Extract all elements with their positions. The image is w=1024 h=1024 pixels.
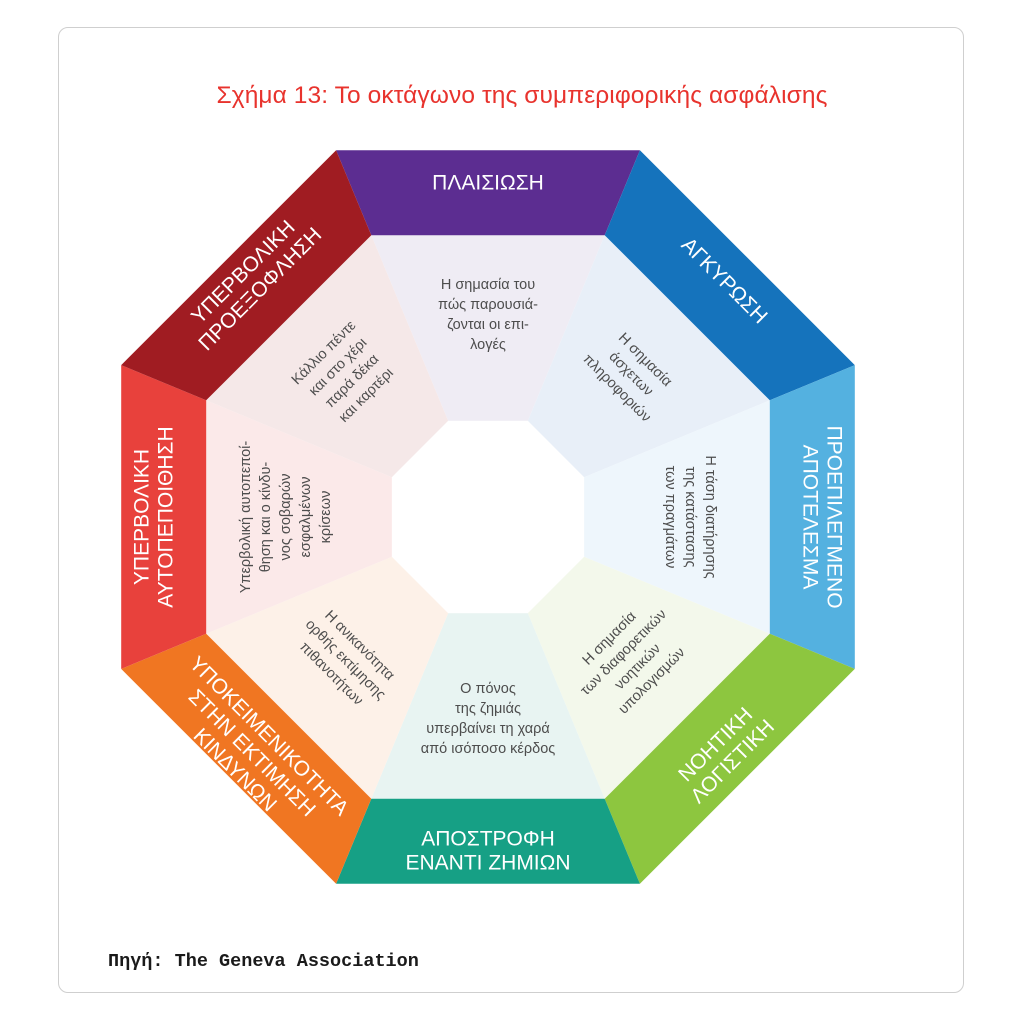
inner-label-apostrofi-line: Ο πόνος xyxy=(460,681,516,697)
inner-label-plaisiosi-line: λογές xyxy=(470,337,506,353)
figure-title: Σχήμα 13: Το οκτάγωνο της συμπεριφορικής… xyxy=(216,82,828,109)
inner-segment-aftopepoithisi xyxy=(206,400,392,634)
outer-segment-plaisiosi xyxy=(336,150,640,236)
center-octagon xyxy=(391,420,585,614)
inner-label-proepilegmeno-line: Η τάση διατήρησης xyxy=(702,455,718,578)
outer-label-plaisiosi-text: ΠΛΑΙΣΙΩΣΗ xyxy=(432,172,544,195)
inner-label-plaisiosi-line: Η σημασία του xyxy=(441,277,535,293)
inner-segment-apostrofi xyxy=(371,613,605,799)
figure-source: Πηγή: The Geneva Association xyxy=(108,951,419,972)
outer-label-apostrofi-line: ΕΝΑΝΤΙ ΖΗΜΙΩΝ xyxy=(405,852,570,875)
inner-label-aftopepoithisi-line: νος σοβαρών xyxy=(278,474,294,561)
inner-label-apostrofi-text: Ο πόνος της ζημιάς υπερβαίνει τη χαρά από ι… xyxy=(421,681,556,757)
inner-label-aftopepoithisi-line: Υπερβολική αυτοπεποί- xyxy=(238,441,254,594)
inner-label-proepilegmeno-line: της κατάστασης xyxy=(682,466,698,567)
outer-label-aftopepoithisi-line: ΑΥΤΟΠΕΠΟΙΘΗΣΗ xyxy=(155,426,178,607)
outer-segment-proexoflisi xyxy=(121,150,372,401)
outer-label-proepilegmeno-line: ΑΠΟΤΕΛΕΣΜΑ xyxy=(799,445,822,590)
inner-label-plaisiosi-line: πώς παρουσιά- xyxy=(438,297,538,313)
inner-label-aftopepoithisi-text: Υπερβολική αυτοπεποί-θηση και ο κίνδυ-νο… xyxy=(238,441,334,594)
inner-label-aftopepoithisi-line: θηση και ο κίνδυ- xyxy=(258,462,274,573)
outer-segment-noitiki xyxy=(604,633,855,884)
outer-label-aftopepoithisi-line: ΥΠΕΡΒΟΛΙΚΗ xyxy=(131,449,154,585)
outer-label-proepilegmeno-line: ΠΡΟΕΠΙΛΕΓΜΕΝΟ xyxy=(823,425,846,608)
inner-segment-plaisiosi xyxy=(371,235,605,421)
outer-segment-ypokeimenikotita xyxy=(121,633,372,884)
figure-frame xyxy=(58,27,964,993)
inner-label-plaisiosi-text: Η σημασία του πώς παρουσιά-ζονται οι επι-… xyxy=(438,277,538,353)
outer-segment-agkyrosi xyxy=(604,150,855,401)
inner-label-apostrofi-line: υπερβαίνει τη χαρά xyxy=(426,721,550,737)
outer-segment-apostrofi xyxy=(336,798,640,884)
inner-segment-agkyrosi xyxy=(527,235,770,478)
inner-label-aftopepoithisi-line: κρίσεων xyxy=(318,491,334,544)
inner-segment-proexoflisi xyxy=(206,235,449,478)
inner-label-aftopepoithisi-line: εσφαλμένων xyxy=(298,476,314,557)
inner-segment-ypokeimenikotita xyxy=(206,556,449,799)
inner-label-plaisiosi-line: ζονται οι επι- xyxy=(447,317,529,333)
inner-label-apostrofi-line: της ζημιάς xyxy=(455,701,521,717)
outer-label-plaisiosi-line: ΠΛΑΙΣΙΩΣΗ xyxy=(432,172,544,195)
outer-segment-aftopepoithisi xyxy=(121,365,207,669)
inner-label-apostrofi-line: από ισόποσο κέρδος xyxy=(421,741,556,757)
inner-segment-noitiki xyxy=(527,556,770,799)
inner-label-proepilegmeno-line: των πραγμάτων xyxy=(662,466,678,569)
outer-label-apostrofi-line: ΑΠΟΣΤΡΟΦΗ xyxy=(421,828,555,851)
inner-segment-proepilegmeno xyxy=(584,400,770,634)
outer-segment-proepilegmeno xyxy=(769,365,855,669)
